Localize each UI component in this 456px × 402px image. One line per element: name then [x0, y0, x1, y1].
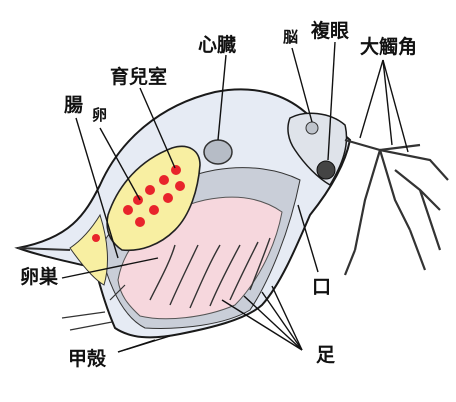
egg [163, 193, 173, 203]
antenna [345, 140, 448, 275]
label-ovary: 卵巣 [20, 268, 58, 287]
label-compound-eye: 複眼 [311, 22, 349, 41]
egg [135, 217, 145, 227]
label-brain: 脳 [283, 30, 298, 45]
egg [92, 234, 100, 242]
label-legs: 足 [316, 346, 335, 365]
label-carapace: 甲殻 [68, 350, 106, 369]
label-egg: 卵 [92, 108, 107, 123]
egg [123, 205, 133, 215]
heart [204, 140, 232, 164]
label-brood-chamber: 育兒室 [110, 68, 167, 87]
label-intestine: 腸 [64, 96, 83, 115]
compound-eye [317, 161, 335, 179]
egg [171, 165, 181, 175]
label-mouth: 口 [312, 278, 331, 297]
label-antenna: 大觸角 [360, 38, 417, 57]
brain [306, 122, 318, 134]
egg [145, 185, 155, 195]
egg [159, 175, 169, 185]
egg [149, 205, 159, 215]
egg [175, 181, 185, 191]
label-heart: 心臓 [198, 36, 236, 55]
